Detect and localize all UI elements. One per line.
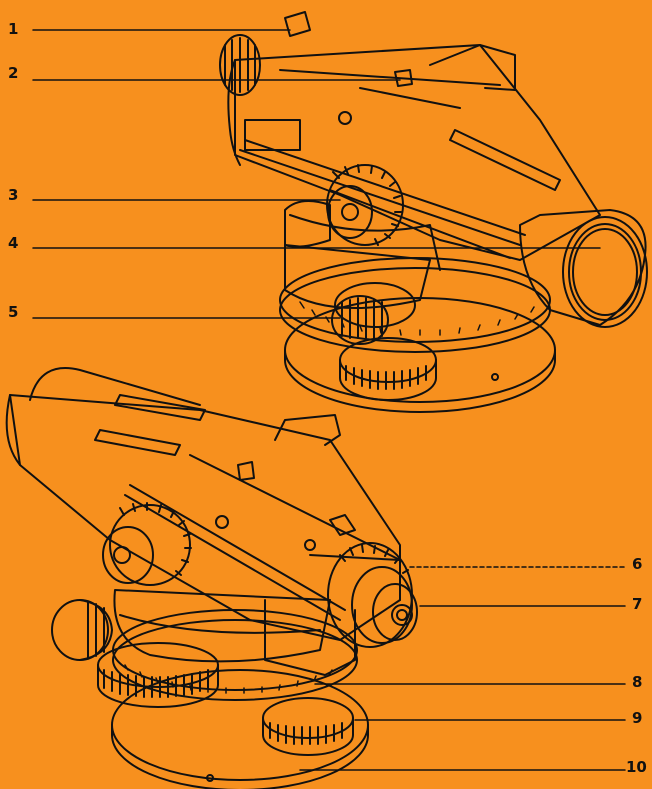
callout-4: 4: [8, 234, 19, 252]
callout-5: 5: [8, 303, 19, 321]
eyepiece-bottom: [327, 542, 418, 648]
callout-1: 1: [8, 20, 19, 38]
focusing-knob-top: [326, 164, 404, 246]
callout-3: 3: [8, 186, 19, 204]
fine-screw-bottom: [51, 599, 113, 661]
leader-lines: [32, 29, 626, 771]
fine-screw-top: [331, 282, 416, 345]
leveling-screws-bottom: [97, 642, 354, 756]
callout-6: 6: [632, 555, 643, 573]
callout-7: 7: [632, 595, 643, 613]
callout-10: 10: [626, 758, 647, 776]
level-view-bottom: [5, 367, 418, 789]
callout-2: 2: [8, 64, 19, 82]
callout-9: 9: [632, 709, 643, 727]
level-view-top: [219, 11, 648, 413]
objective-lens-top: [519, 209, 648, 328]
focusing-knob-bottom: [102, 502, 192, 586]
leveling-screw-top: [339, 337, 437, 401]
focus-knob-top: [219, 34, 261, 96]
callout-8: 8: [632, 673, 643, 691]
